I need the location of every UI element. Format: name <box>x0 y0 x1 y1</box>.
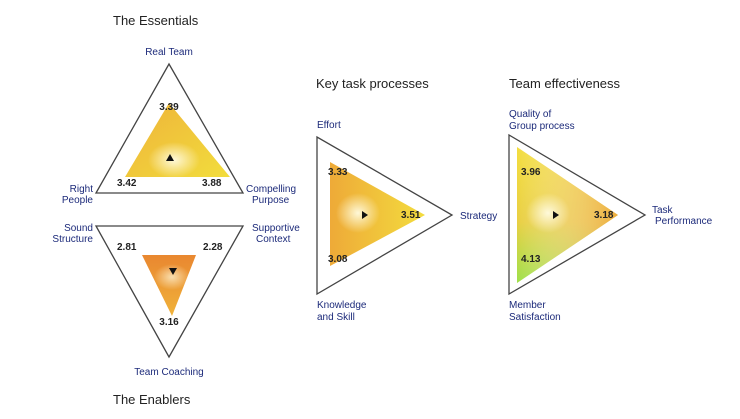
enablers-panel: Sound Structure Supportive Context Team … <box>52 223 300 407</box>
enablers-value-supportive-context: 2.28 <box>203 242 223 253</box>
enablers-center-marker-icon <box>169 268 177 275</box>
essentials-value-right-people: 3.42 <box>117 178 137 189</box>
effectiveness-center-marker-icon <box>553 211 559 219</box>
essentials-title: The Essentials <box>113 13 199 28</box>
effectiveness-label-quality-line1: Quality of <box>509 109 551 120</box>
enablers-label-sound-structure-line1: Sound <box>64 223 93 234</box>
essentials-center-glow <box>148 142 200 178</box>
key-task-label-knowledge-line1: Knowledge <box>317 300 367 311</box>
enablers-label-supportive-context-line1: Supportive <box>252 223 300 234</box>
effectiveness-center-glow <box>526 193 570 233</box>
effectiveness-label-task-performance-line2: Performance <box>655 216 713 227</box>
effectiveness-value-member-satisfaction: 4.13 <box>521 254 541 265</box>
essentials-label-compelling-purpose-line1: Compelling <box>246 184 296 195</box>
effectiveness-title: Team effectiveness <box>509 76 621 91</box>
enablers-value-team-coaching: 3.16 <box>159 317 179 328</box>
key-task-label-effort: Effort <box>317 120 341 131</box>
essentials-label-real-team: Real Team <box>145 47 193 58</box>
essentials-label-right-people-line2: People <box>62 195 94 206</box>
enablers-label-team-coaching: Team Coaching <box>134 367 203 378</box>
effectiveness-label-quality-line2: Group process <box>509 121 575 132</box>
enablers-label-sound-structure-line2: Structure <box>52 234 93 245</box>
essentials-label-compelling-purpose-line2: Purpose <box>252 195 290 206</box>
key-task-center-marker-icon <box>362 211 368 219</box>
effectiveness-value-quality: 3.96 <box>521 167 541 178</box>
key-task-label-strategy: Strategy <box>460 211 497 222</box>
key-task-value-knowledge: 3.08 <box>328 254 348 265</box>
effectiveness-label-member-satisfaction-line2: Satisfaction <box>509 312 561 323</box>
effectiveness-label-task-performance-line1: Task <box>652 205 674 216</box>
essentials-label-right-people-line1: Right <box>70 184 94 195</box>
key-task-panel: Key task processes Effort Strategy Knowl… <box>316 76 497 323</box>
essentials-value-real-team: 3.39 <box>159 102 179 113</box>
key-task-label-knowledge-line2: and Skill <box>317 312 355 323</box>
enablers-label-supportive-context-line2: Context <box>256 234 291 245</box>
key-task-value-effort: 3.33 <box>328 167 348 178</box>
key-task-title: Key task processes <box>316 76 429 91</box>
effectiveness-label-member-satisfaction-line1: Member <box>509 300 546 311</box>
effectiveness-value-task-performance: 3.18 <box>594 210 614 221</box>
enablers-value-sound-structure: 2.81 <box>117 242 137 253</box>
essentials-value-compelling-purpose: 3.88 <box>202 178 222 189</box>
essentials-panel: The Essentials Real Team Right People Co… <box>62 13 296 206</box>
key-task-value-strategy: 3.51 <box>401 210 421 221</box>
effectiveness-panel: Team effectiveness Quality of Group proc… <box>508 76 713 323</box>
essentials-center-marker-icon <box>166 154 174 161</box>
enablers-title: The Enablers <box>113 392 191 407</box>
key-task-center-glow <box>336 193 380 233</box>
enablers-center-glow <box>154 264 190 290</box>
